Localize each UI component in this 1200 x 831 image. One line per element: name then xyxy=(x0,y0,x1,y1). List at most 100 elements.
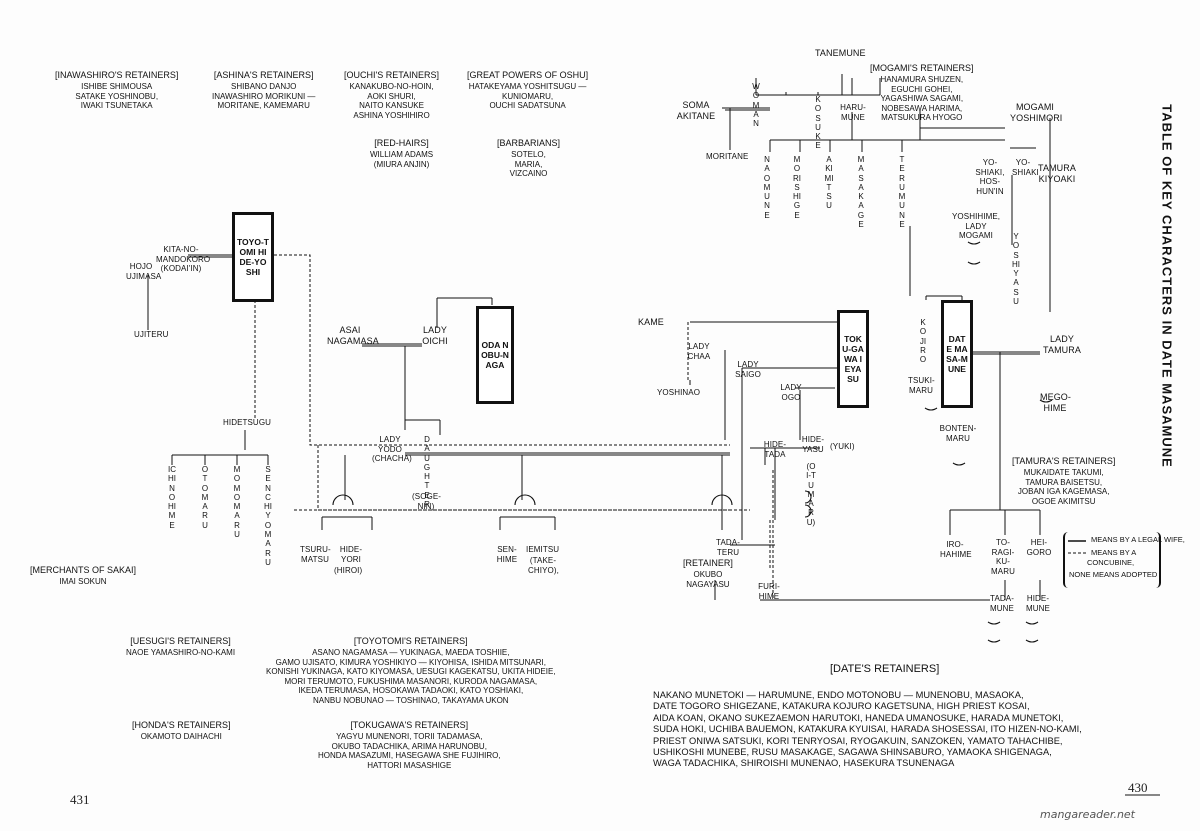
person-momomaru: MOMOMARU xyxy=(233,465,241,540)
group-line: EGUCHI GOHEI, xyxy=(891,84,953,94)
group-ouchi: [OUCHI'S RETAINERS] KANAKUBO-NO-HOIN, AO… xyxy=(344,70,439,120)
group-line: (MIURA ANJIN) xyxy=(373,159,430,169)
dates-retainers-list: NAKANO MUNETOKI — HARUMUNE, ENDO MOTONOB… xyxy=(653,690,1082,770)
person-sogenin: (SOGE-NIN) xyxy=(412,492,442,511)
dates-retainers-line: AIDA KOAN, OKANO SUKEZAEMON HARUTOKI, HA… xyxy=(653,712,1064,723)
person-hojo-ujimasa: HOJO UJIMASA xyxy=(126,262,162,281)
person-iemitsu: IEMITSU xyxy=(526,545,560,554)
person-yoshiyasu: YOSHIYASU xyxy=(1012,232,1020,307)
group-line: MATSUKURA HYOGO xyxy=(881,113,963,122)
group-header: [OUCHI'S RETAINERS] xyxy=(344,70,440,80)
person-bontenmaru: BONTEN-MARU xyxy=(939,424,977,443)
group-line: WILLIAM ADAMS xyxy=(370,150,434,159)
person-ujiteru: UJITERU xyxy=(134,330,169,339)
group-line: SATAKE YOSHINOBU, xyxy=(75,91,159,101)
group-header: [UESUGI'S RETAINERS] xyxy=(130,636,231,646)
person-lady-tamura: LADY TAMURA xyxy=(1043,334,1081,355)
group-tadateru-retainer: [RETAINER] OKUBO NAGAYASU xyxy=(683,558,733,589)
group-header: [RETAINER] xyxy=(683,558,733,568)
group-line: NAITO KANSUKE xyxy=(359,101,424,110)
person-masakage: MASAKAGE xyxy=(857,155,865,230)
person-toragikumaru: TO-RAGI-KU-MARU xyxy=(991,538,1015,576)
person-furihime: FURI-HIME xyxy=(758,582,780,601)
person-tadateru: TADA-TERU xyxy=(716,538,740,557)
person-akimitsu: AKIMITSU xyxy=(824,155,834,211)
group-sakai: [MERCHANTS OF SAKAI] IMAI SOKUN xyxy=(30,565,136,587)
legend-concubine: MEANS BY A xyxy=(1091,548,1137,557)
person-yoshiaki: YO-SHIAKI xyxy=(1012,158,1039,177)
group-line: HATAKEYAMA YOSHITSUGU — xyxy=(468,82,587,91)
box-label: DATE MASA-MUNE xyxy=(946,334,968,374)
person-takechiyo: (TAKE-CHIYO), xyxy=(528,556,559,575)
person-hidetsugu: HIDETSUGU xyxy=(223,418,272,427)
person-lady-chaa: LADY CHAA xyxy=(687,342,711,361)
page-number-right: 430 xyxy=(1128,780,1148,795)
person-tsurumatsu: TSURU-MATSU xyxy=(300,545,331,564)
group-line: IKEDA TERUMASA, HOSOKAWA TADAOKI, KATO Y… xyxy=(298,686,524,695)
group-line: OKUBO xyxy=(693,570,723,579)
group-line: GAMO UJISATO, KIMURA YOSHIKIYO — KIYOHIS… xyxy=(275,657,546,667)
person-soma-akitane: SOMA AKITANE xyxy=(676,100,716,121)
legend-adopted: NONE MEANS ADOPTED xyxy=(1069,570,1158,579)
person-hidemune: HIDE-MUNE xyxy=(1026,594,1050,613)
person-hideyori: HIDE-YORI xyxy=(339,545,363,564)
box-label: TOKU-GAWA IEYASU xyxy=(842,334,864,384)
group-line: HONDA MASAZUMI, HASEGAWA SHE FUJIHIRO, xyxy=(318,751,501,760)
person-megohime: MEGO-HIME xyxy=(1040,392,1071,413)
group-uesugi: [UESUGI'S RETAINERS] NAOE YAMASHIRO-NO-K… xyxy=(126,636,235,658)
group-line: INAWASHIRO MORIKUNI — xyxy=(212,91,316,101)
group-header: [TAMURA'S RETAINERS] xyxy=(1012,456,1116,466)
group-line: MORI TERUMOTO, FUKUSHIMA MASANORI, KUROD… xyxy=(284,676,538,686)
person-heigoro: HEI-GORO xyxy=(1026,538,1052,557)
box-label: ODA NOBU-NAGA xyxy=(481,340,509,370)
group-honda: [HONDA'S RETAINERS] OKAMOTO DAIHACHI xyxy=(132,720,231,742)
group-line: OUCHI SADATSUNA xyxy=(489,101,566,110)
group-tamura: [TAMURA'S RETAINERS] MUKAIDATE TAKUMI, T… xyxy=(1012,456,1115,506)
group-header: [MERCHANTS OF SAKAI] xyxy=(30,565,137,575)
box-hideyoshi: TOYO-TOMI HIDE-YOSHI xyxy=(232,212,274,302)
group-line: KANAKUBO-NO-HOIN, xyxy=(349,82,434,91)
group-line: TAMURA BAISETSU, xyxy=(1025,477,1103,487)
group-line: OGOE AKIMITSU xyxy=(1031,496,1096,506)
person-terumune: TERUMUNE xyxy=(898,155,906,230)
person-tsukimaru: TSUKI-MARU xyxy=(908,376,935,395)
person-lady-saigo: LADY SAIGO xyxy=(735,360,761,379)
group-line: SOTELO, xyxy=(511,150,546,159)
legend-concubine-2: CONCUBINE, xyxy=(1087,558,1135,567)
person-yoshihime: YOSHIHIME, LADY MOGAMI xyxy=(952,212,1001,240)
person-mogami-yoshimori: MOGAMI YOSHIMORI xyxy=(1010,102,1063,123)
person-hideyasu: HIDE-YASU xyxy=(801,435,825,454)
group-line: MORITANE, KAMEMARU xyxy=(217,101,310,110)
dates-retainers-line: DATE TOGORO SHIGEZANE, KATAKURA KOJURO K… xyxy=(653,701,1030,712)
group-line: HANAMURA SHUZEN, xyxy=(880,75,964,84)
box-label: TOYO-TOMI HIDE-YOSHI xyxy=(237,237,269,277)
dates-retainers-line: WAGA TADACHIKA, SHIROISHI MUNENAO, HASEK… xyxy=(653,758,955,769)
group-line: NANBU NOBUNAO — TOSHINAO, TAKAYAMA UKON xyxy=(312,695,509,705)
person-naomune: NAOMUNE xyxy=(763,155,771,220)
person-lady-oichi: LADY OICHI xyxy=(422,325,448,346)
person-tanemune: TANEMUNE xyxy=(815,48,866,58)
person-hiroi: (HIROI) xyxy=(334,566,363,575)
watermark: mangareader.net xyxy=(1040,808,1135,821)
group-header: [HONDA'S RETAINERS] xyxy=(132,720,231,730)
group-line: NOBESAWA HARIMA, xyxy=(881,103,963,113)
person-kame: KAME xyxy=(638,317,664,327)
person-asai-nagamasa: ASAI NAGAMASA xyxy=(327,325,379,346)
group-line: VIZCAINO xyxy=(509,169,548,178)
group-line: IWAKI TSUNETAKA xyxy=(80,101,153,110)
group-line: HATTORI MASASHIGE xyxy=(367,760,452,770)
person-oitumaru: (OI-TUMARU) xyxy=(806,462,816,527)
dates-retainers-line: USHIKOSHI MUNEBE, RUSU MASAKAGE, SAGAWA … xyxy=(653,747,1052,758)
group-red-hairs: [RED-HAIRS] WILLIAM ADAMS (MIURA ANJIN) xyxy=(370,138,433,169)
group-line: ISHIBE SHIMOUSA xyxy=(81,82,153,91)
dates-retainers-line: SUDA HOKI, UCHIBA BAUEMON, KATAKURA KYUI… xyxy=(653,724,1082,735)
group-line: AOKI SHURI, xyxy=(367,91,416,101)
group-great-powers: [GREAT POWERS OF OSHU] HATAKEYAMA YOSHIT… xyxy=(467,70,588,111)
person-kojiro: KOJIRO xyxy=(919,318,927,365)
person-daughter: DAUGHTER xyxy=(423,435,431,510)
group-line: NAGAYASU xyxy=(686,579,730,589)
group-header: [INAWASHIRO'S RETAINERS] xyxy=(55,70,179,80)
group-header: [BARBARIANS] xyxy=(497,138,561,148)
diagram-title: TABLE OF KEY CHARACTERS IN DATE MASAMUNE xyxy=(1159,104,1175,468)
